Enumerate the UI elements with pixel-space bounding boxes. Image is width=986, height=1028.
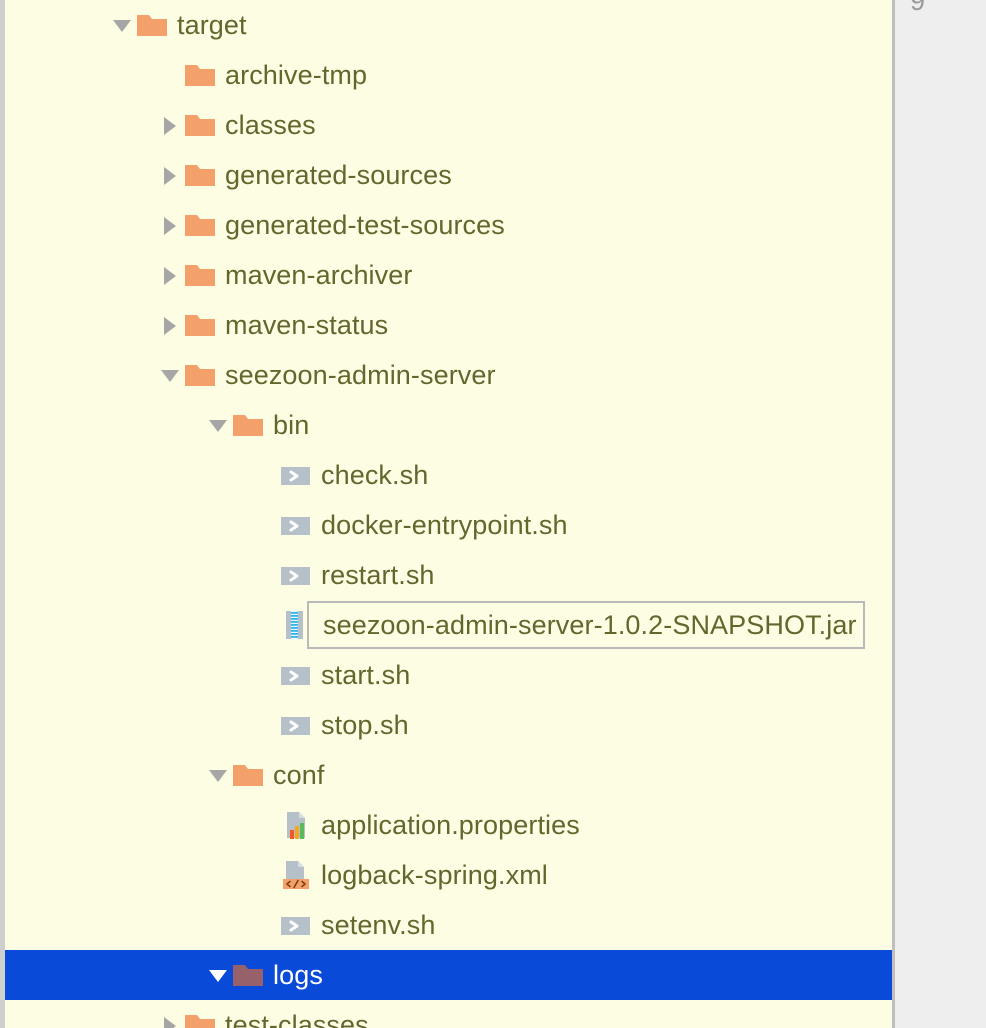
- file-name-tooltip-label: seezoon-admin-server-1.0.2-SNAPSHOT.jar: [323, 609, 857, 640]
- tree-row-label: generated-test-sources: [225, 209, 505, 240]
- tree-row-label: maven-status: [225, 309, 389, 340]
- xml-file-icon: [279, 858, 313, 892]
- tree-row[interactable]: seezoon-admin-server-1.0.2-SNAPSHOT.jar: [5, 600, 892, 650]
- folder-icon: [135, 8, 169, 42]
- folder-icon: [183, 1008, 217, 1028]
- tree-row-label: archive-tmp: [225, 59, 368, 90]
- twisty-placeholder: [253, 512, 279, 538]
- tree-row[interactable]: classes: [5, 100, 892, 150]
- tree-row[interactable]: test-classes: [5, 1000, 892, 1028]
- tree-row[interactable]: start.sh: [5, 650, 892, 700]
- tree-row-label: logs: [273, 959, 323, 990]
- tree-row[interactable]: check.sh: [5, 450, 892, 500]
- tree-row[interactable]: conf: [5, 750, 892, 800]
- tree-row-label: conf: [273, 759, 325, 790]
- tree-row[interactable]: target: [5, 0, 892, 50]
- gutter-line-number: 9: [910, 0, 926, 16]
- folder-icon: [183, 358, 217, 392]
- project-tree-panel[interactable]: target archive-tmp classes generated-source…: [0, 0, 895, 1028]
- tree-row[interactable]: stop.sh: [5, 700, 892, 750]
- tree-row-label: seezoon-admin-server: [225, 359, 496, 390]
- folder-icon: [231, 758, 265, 792]
- chevron-right-icon[interactable]: [157, 212, 183, 238]
- tree-row-label: check.sh: [321, 459, 429, 490]
- shell-script-icon: [279, 708, 313, 742]
- twisty-placeholder: [253, 462, 279, 488]
- twisty-placeholder: [253, 912, 279, 938]
- shell-script-icon: [279, 508, 313, 542]
- tree-row-label: logback-spring.xml: [321, 859, 548, 890]
- chevron-right-icon[interactable]: [157, 162, 183, 188]
- twisty-placeholder: [157, 62, 183, 88]
- twisty-placeholder: [253, 662, 279, 688]
- tree-row[interactable]: seezoon-admin-server: [5, 350, 892, 400]
- chevron-right-icon[interactable]: [157, 312, 183, 338]
- tree-row-label: restart.sh: [321, 559, 435, 590]
- shell-script-icon: [279, 908, 313, 942]
- folder-icon: [231, 408, 265, 442]
- shell-script-icon: [279, 658, 313, 692]
- folder-icon: [183, 308, 217, 342]
- folder-icon: [183, 108, 217, 142]
- tree-row[interactable]: maven-archiver: [5, 250, 892, 300]
- folder-icon: [183, 158, 217, 192]
- chevron-right-icon[interactable]: [157, 1012, 183, 1028]
- folder-icon: [183, 58, 217, 92]
- shell-script-icon: [279, 458, 313, 492]
- chevron-down-icon[interactable]: [205, 762, 231, 788]
- tree-row[interactable]: generated-sources: [5, 150, 892, 200]
- tree-row-label: maven-archiver: [225, 259, 413, 290]
- shell-script-icon: [279, 558, 313, 592]
- chevron-down-icon[interactable]: [157, 362, 183, 388]
- folder-icon: [183, 258, 217, 292]
- tree-row[interactable]: application.properties: [5, 800, 892, 850]
- file-name-tooltip: seezoon-admin-server-1.0.2-SNAPSHOT.jar: [307, 601, 865, 649]
- tree-row-label: classes: [225, 109, 316, 140]
- tree-row-label: bin: [273, 409, 310, 440]
- tree-row-label: setenv.sh: [321, 909, 436, 940]
- tree-row[interactable]: restart.sh: [5, 550, 892, 600]
- folder-icon: [183, 208, 217, 242]
- tree-row-label: start.sh: [321, 659, 411, 690]
- jar-archive-icon: [279, 608, 313, 642]
- chevron-down-icon[interactable]: [109, 12, 135, 38]
- editor-gutter-panel: 9: [895, 0, 986, 1028]
- twisty-placeholder: [253, 712, 279, 738]
- chevron-right-icon[interactable]: [157, 112, 183, 138]
- chevron-right-icon[interactable]: [157, 262, 183, 288]
- tree-row-label: test-classes: [225, 1009, 369, 1028]
- tree-row[interactable]: docker-entrypoint.sh: [5, 500, 892, 550]
- tree-row[interactable]: archive-tmp: [5, 50, 892, 100]
- chevron-down-icon[interactable]: [205, 412, 231, 438]
- twisty-placeholder: [253, 862, 279, 888]
- twisty-placeholder: [253, 562, 279, 588]
- twisty-placeholder: [253, 812, 279, 838]
- tree-row[interactable]: generated-test-sources: [5, 200, 892, 250]
- tree-row[interactable]: bin: [5, 400, 892, 450]
- tree-row[interactable]: logs: [5, 950, 892, 1000]
- tree-row[interactable]: logback-spring.xml: [5, 850, 892, 900]
- chevron-down-icon[interactable]: [205, 962, 231, 988]
- twisty-placeholder: [253, 612, 279, 638]
- tree-row-label: stop.sh: [321, 709, 409, 740]
- tree-row-label: docker-entrypoint.sh: [321, 509, 568, 540]
- tree-row-label: target: [177, 9, 247, 40]
- tree-row[interactable]: setenv.sh: [5, 900, 892, 950]
- tree-row[interactable]: maven-status: [5, 300, 892, 350]
- folder-icon: [231, 958, 265, 992]
- tree-row-label: generated-sources: [225, 159, 452, 190]
- properties-file-icon: [279, 808, 313, 842]
- tree-row-label: application.properties: [321, 809, 580, 840]
